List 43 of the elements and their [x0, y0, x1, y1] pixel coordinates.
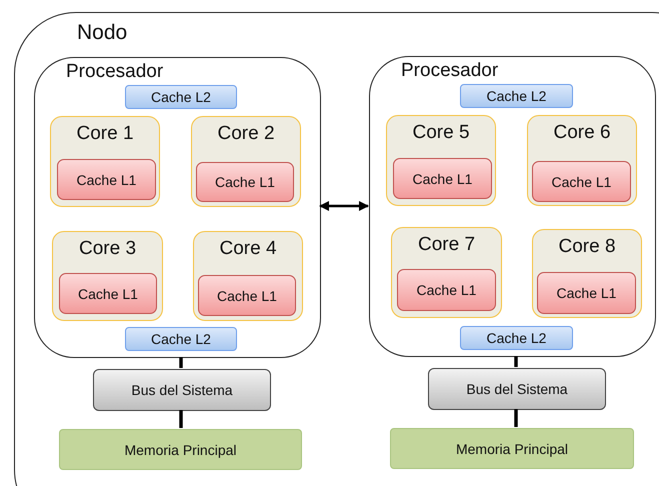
core-box — [532, 229, 642, 318]
processor-box — [34, 57, 321, 358]
core-box — [191, 116, 301, 207]
core-box — [50, 116, 160, 207]
connector-line — [514, 409, 518, 427]
l1-cache-box: Cache L1 — [59, 273, 157, 314]
core-box — [527, 115, 637, 206]
core-label: Core 8 — [557, 236, 617, 258]
core-box — [193, 231, 303, 321]
l2-cache-box: Cache L2 — [125, 85, 237, 109]
node-container — [14, 12, 659, 486]
l2-cache-box: Cache L2 — [125, 327, 237, 351]
l1-cache-box: Cache L1 — [198, 275, 296, 316]
connector-line — [179, 410, 183, 428]
l2-cache-box: Cache L2 — [460, 326, 573, 350]
processor-title: Procesador — [66, 61, 164, 83]
node-title: Nodo — [77, 21, 128, 45]
core-box — [386, 115, 496, 206]
connector-line — [514, 356, 518, 367]
processor-box — [369, 56, 656, 357]
core-box — [52, 231, 163, 321]
core-label: Core 3 — [78, 238, 138, 260]
system-bus-box: Bus del Sistema — [93, 369, 271, 411]
l1-cache-box: Cache L1 — [196, 162, 294, 202]
processor-title: Procesador — [401, 60, 498, 82]
double-arrow — [319, 201, 369, 211]
core-label: Core 4 — [218, 238, 278, 260]
core-label: Core 7 — [416, 234, 476, 256]
core-label: Core 2 — [216, 123, 276, 145]
l1-cache-box: Cache L1 — [393, 158, 492, 199]
main-memory-box: Memoria Principal — [390, 428, 634, 469]
core-label: Core 1 — [75, 123, 135, 145]
l1-cache-box: Cache L1 — [57, 159, 156, 200]
l2-cache-box: Cache L2 — [460, 84, 573, 108]
core-label: Core 6 — [552, 122, 612, 144]
connector-line — [179, 357, 183, 368]
l1-cache-box: Cache L1 — [397, 269, 496, 311]
main-memory-box: Memoria Principal — [59, 429, 302, 470]
system-bus-box: Bus del Sistema — [428, 368, 606, 410]
l1-cache-box: Cache L1 — [532, 161, 631, 202]
core-box — [391, 227, 502, 318]
l1-cache-box: Cache L1 — [537, 272, 636, 314]
core-label: Core 5 — [411, 122, 471, 144]
